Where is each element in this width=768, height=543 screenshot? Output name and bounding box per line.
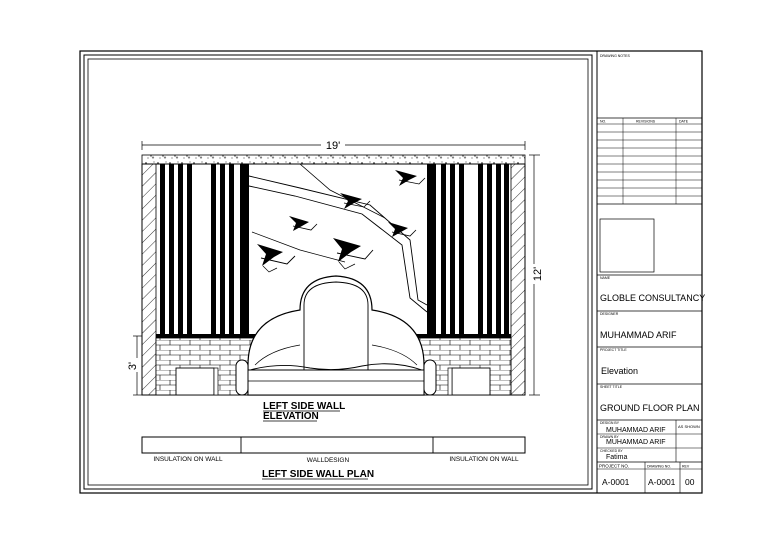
revisions-table: NO. REVISIONS DATE bbox=[597, 117, 702, 205]
project-no-value: A-0001 bbox=[602, 477, 630, 487]
designer-value: MUHAMMAD ARIF bbox=[600, 330, 677, 340]
revisions-header-no: NO. bbox=[600, 120, 606, 124]
title-block: DRAWING NOTES NO. REVISIONS DATE NAME bbox=[596, 51, 705, 493]
bird-motif-2 bbox=[340, 193, 371, 209]
project-title-value: Elevation bbox=[601, 366, 638, 376]
width-dimension-text: 19' bbox=[326, 140, 340, 152]
left-side-wall-plan: INSULATION ON WALL WALLDESIGN INSULATION… bbox=[141, 436, 526, 480]
designed-by-label: DESIGN BY bbox=[600, 421, 620, 425]
plan-title: LEFT SIDE WALL PLAN bbox=[262, 469, 374, 480]
rev-label: REV bbox=[682, 465, 690, 469]
checked-by-value: Fatima bbox=[606, 454, 628, 461]
right-insulation-hatch bbox=[510, 163, 526, 396]
project-title-label: PROJECT TITLE bbox=[600, 348, 627, 352]
plan-outline bbox=[141, 436, 526, 454]
left-side-wall-elevation: 19' 12' 3' bbox=[127, 138, 544, 422]
plan-label-left: INSULATION ON WALL bbox=[153, 456, 223, 463]
bird-motif-1 bbox=[395, 170, 426, 186]
drawing-no-label: DRAWING NO. bbox=[647, 465, 671, 469]
bird-motif-3 bbox=[289, 216, 318, 231]
elevation-title-line2: ELEVATION bbox=[263, 411, 319, 422]
name-value: GLOBLE CONSULTANCY bbox=[600, 293, 705, 303]
revisions-header-date: DATE bbox=[679, 120, 689, 124]
checked-by-label: CHECKED BY bbox=[600, 449, 623, 453]
bird-motif-6 bbox=[333, 238, 374, 270]
right-side-cabinet bbox=[447, 367, 491, 396]
project-no-label: PROJECT NO. bbox=[599, 464, 629, 469]
plan-label-center: WALLDESIGN bbox=[307, 457, 350, 464]
drawing-area-border-inner bbox=[87, 58, 589, 486]
stamp-box bbox=[599, 218, 655, 273]
central-mural-panel bbox=[248, 163, 428, 313]
drawing-notes-label: DRAWING NOTES bbox=[600, 54, 630, 58]
ceiling-band bbox=[141, 154, 526, 165]
bird-motif-5 bbox=[257, 244, 296, 273]
left-insulation-hatch bbox=[141, 163, 157, 396]
bird-motif-4 bbox=[388, 222, 417, 237]
right-vertical-slats bbox=[427, 164, 509, 336]
elevation-title-line1: LEFT SIDE WALL bbox=[263, 401, 345, 412]
drawn-by-value: MUHAMMAD ARIF bbox=[606, 439, 666, 446]
sheet-outer-border bbox=[79, 50, 703, 494]
drawn-by-label: DRAWN BY bbox=[600, 435, 619, 439]
height-dimension-text: 12' bbox=[532, 267, 544, 281]
drawing-no-value: A-0001 bbox=[648, 477, 676, 487]
designed-by-value: MUHAMMAD ARIF bbox=[606, 427, 666, 434]
seating-unit bbox=[235, 359, 437, 396]
designer-label: DESIGNER bbox=[600, 312, 619, 316]
rev-value: 00 bbox=[685, 477, 695, 487]
revisions-header-revisions: REVISIONS bbox=[636, 120, 656, 124]
sheet-title-label: SHEET TITLE bbox=[600, 385, 623, 389]
left-side-cabinet bbox=[175, 367, 219, 396]
scale-value: AS SHOWN bbox=[678, 424, 700, 429]
base-dimension-text: 3' bbox=[127, 362, 139, 370]
plan-label-right: INSULATION ON WALL bbox=[449, 456, 519, 463]
sheet-title-value: GROUND FLOOR PLAN bbox=[600, 403, 700, 413]
name-label: NAME bbox=[600, 276, 611, 280]
left-vertical-slats bbox=[160, 164, 249, 336]
drawing-area-border-outer bbox=[83, 54, 593, 490]
